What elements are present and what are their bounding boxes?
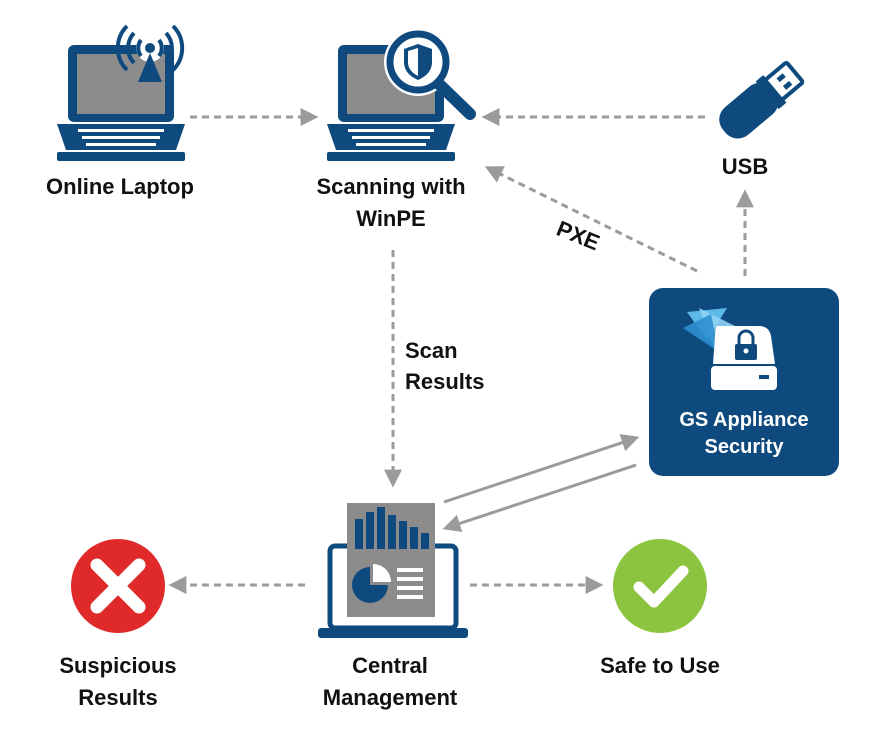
appliance-label-line1: GS Appliance bbox=[679, 409, 809, 431]
suspicious-label-line1: Suspicious bbox=[59, 653, 177, 678]
usb-label: USB bbox=[721, 154, 769, 179]
safe-label: Safe to Use bbox=[600, 653, 720, 678]
appliance-label-line2: Security bbox=[704, 436, 784, 458]
arrow-central-to-appliance bbox=[443, 434, 640, 504]
central-label-line2: Management bbox=[322, 685, 458, 710]
central-label-line1: Central bbox=[352, 653, 428, 678]
scanning-label-line1: Scanning with bbox=[316, 174, 466, 199]
laptop-shield-search-icon bbox=[327, 28, 476, 161]
scan-results-label-line1: Scan bbox=[405, 338, 458, 363]
red-x-icon bbox=[71, 539, 165, 633]
green-check-icon bbox=[613, 539, 707, 633]
scanning-label-line2: WinPE bbox=[356, 206, 426, 231]
arrow-appliance-to-central bbox=[442, 463, 637, 533]
laptop-report-icon bbox=[318, 503, 468, 638]
appliance-node: GS Appliance Security bbox=[649, 288, 839, 476]
suspicious-label-line2: Results bbox=[78, 685, 158, 710]
online-laptop-label: Online Laptop bbox=[46, 174, 194, 199]
drive-lock-icon bbox=[683, 308, 777, 390]
usb-drive-icon bbox=[719, 61, 805, 139]
laptop-wifi-icon bbox=[57, 24, 185, 161]
arrow-pxe-appliance-to-scanning bbox=[484, 166, 698, 273]
scan-results-label-line2: Results bbox=[405, 369, 485, 394]
